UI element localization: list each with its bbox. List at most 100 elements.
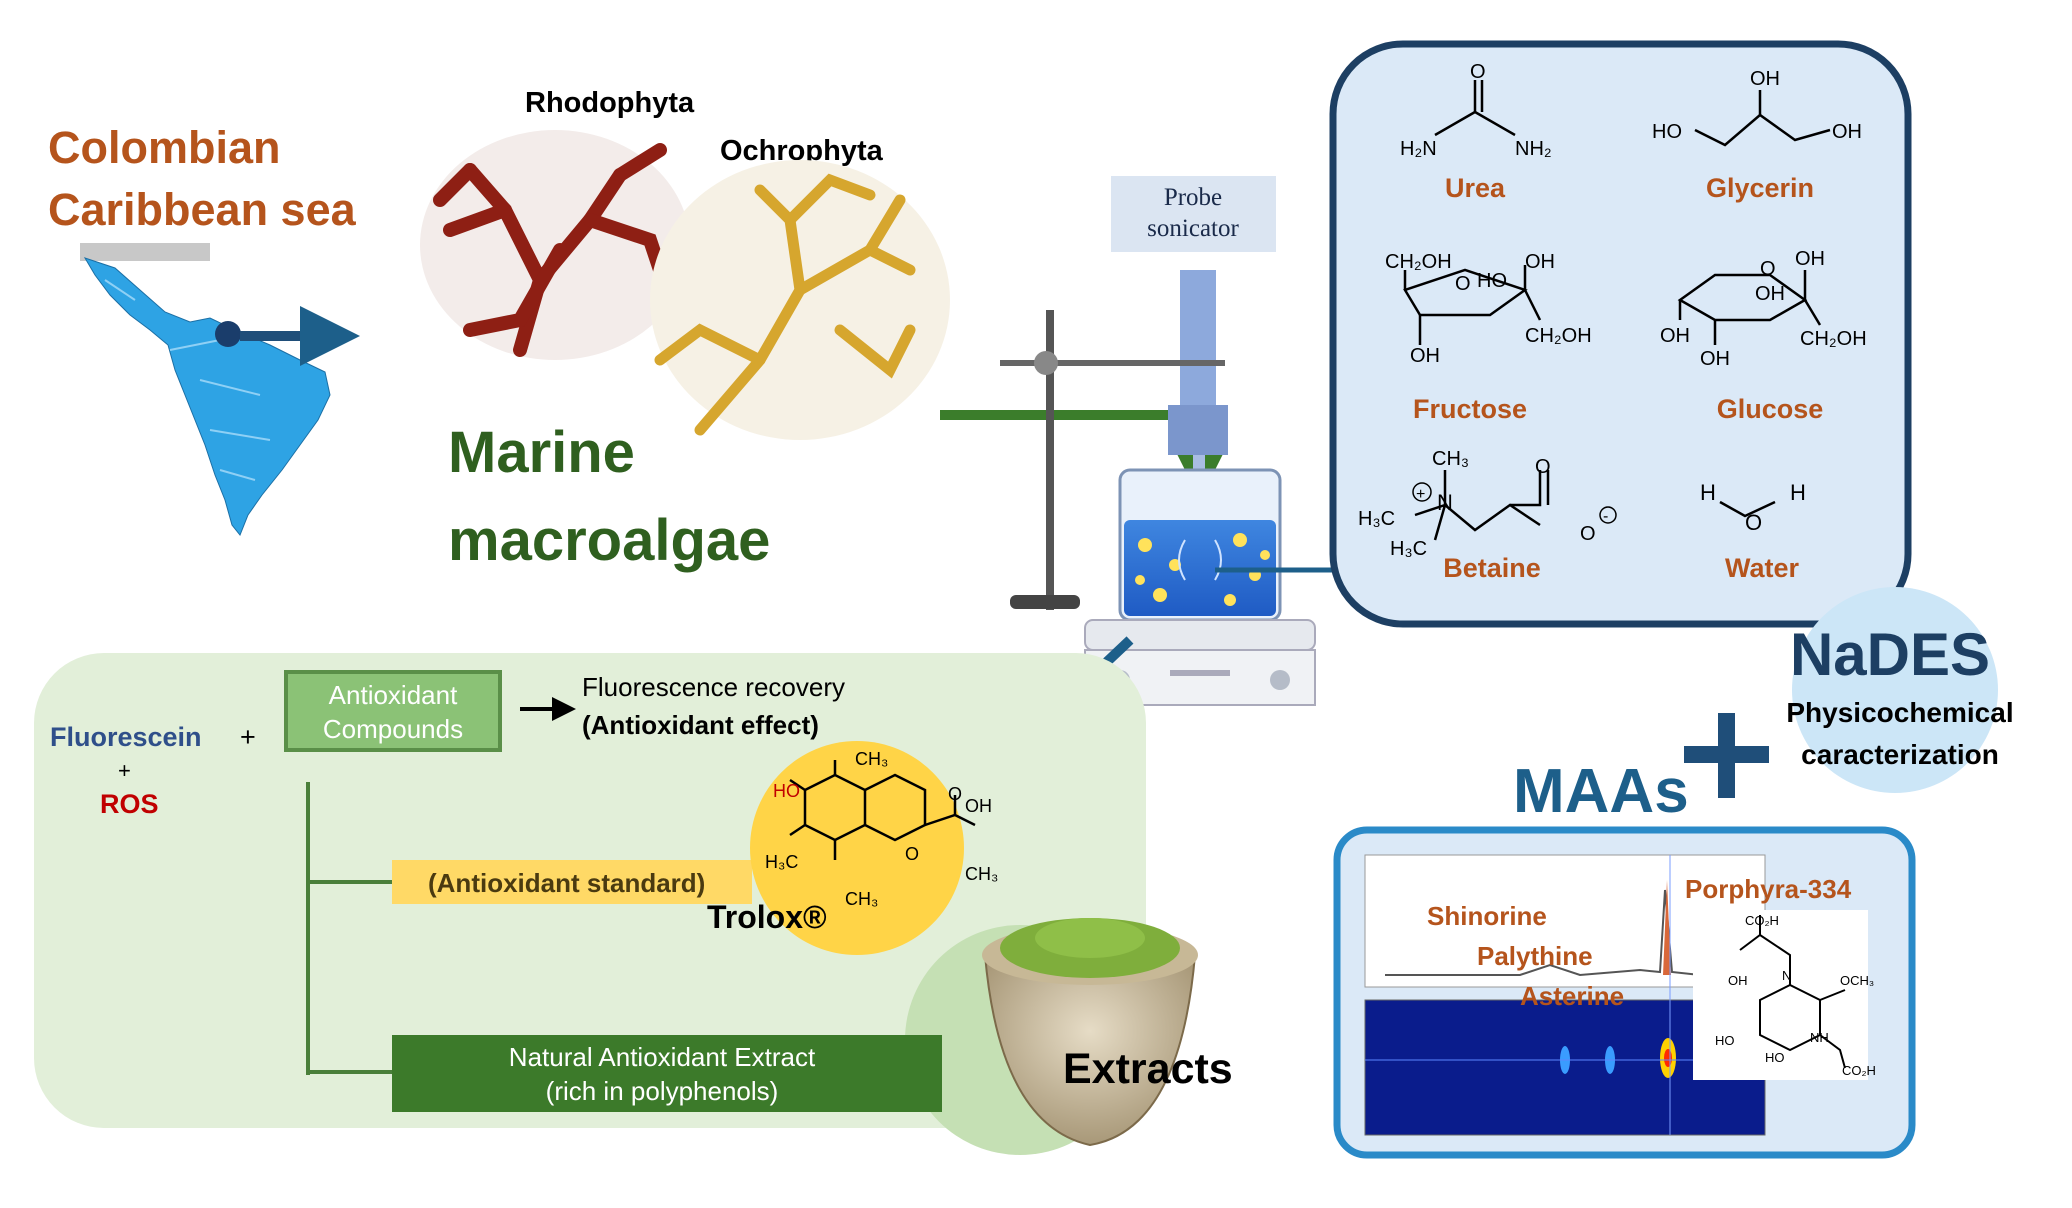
antioxidant-compounds-box <box>284 670 502 752</box>
svg-text:HO: HO <box>773 781 800 801</box>
nades-components-panel <box>1329 40 1912 628</box>
svg-text:N: N <box>1782 968 1791 983</box>
fructose-label: Fructose <box>1413 394 1527 424</box>
brown-alga-image <box>650 160 950 440</box>
svg-text:H: H <box>1790 480 1806 505</box>
betaine-label: Betaine <box>1443 553 1541 583</box>
svg-text:O: O <box>1455 273 1471 295</box>
recovery-line1: Fluorescence recovery <box>582 672 845 702</box>
svg-text:OH: OH <box>1755 283 1785 305</box>
svg-text:OCH₃: OCH₃ <box>1840 973 1874 988</box>
svg-text:CH₂OH: CH₂OH <box>1525 325 1592 347</box>
recovery-line2: (Antioxidant effect) <box>582 710 819 740</box>
svg-text:+: + <box>1416 486 1425 503</box>
svg-text:O: O <box>1580 523 1596 545</box>
nades-title: NaDES <box>1790 621 1990 688</box>
ros-label: ROS <box>100 789 159 819</box>
svg-text:OH: OH <box>1750 68 1780 90</box>
urea-structure <box>1434 80 1516 137</box>
plus-1: + <box>240 722 256 752</box>
probe-sonicator-apparatus: Probe sonicator <box>1000 176 1316 706</box>
svg-text:H₃C: H₃C <box>765 852 798 872</box>
svg-text:OH: OH <box>1410 345 1440 367</box>
assay-tree-lines <box>306 782 392 1075</box>
fluorescein-label: Fluorescein <box>50 722 202 752</box>
red-alga-image <box>420 130 690 360</box>
svg-text:CH₃: CH₃ <box>965 864 998 884</box>
trolox-label: Trolox® <box>707 899 827 935</box>
extracts-label: Extracts <box>1063 1045 1233 1093</box>
urea-label: Urea <box>1445 173 1506 203</box>
south-america-map <box>80 243 360 536</box>
antioxidant-line1: Antioxidant <box>329 680 458 710</box>
trolox-circle <box>750 741 964 955</box>
svg-text:CH₂OH: CH₂OH <box>1800 328 1867 350</box>
fructose-structure <box>1403 265 1542 345</box>
svg-text:O: O <box>948 784 962 804</box>
svg-text:OH: OH <box>1795 248 1825 270</box>
svg-text:H₂N: H₂N <box>1400 138 1437 160</box>
water-label: Water <box>1725 553 1800 583</box>
svg-text:CO₂H: CO₂H <box>1842 1063 1876 1078</box>
natural-line2: (rich in polyphenols) <box>546 1076 779 1106</box>
natural-extract-bar <box>392 1035 942 1112</box>
svg-text:HO: HO <box>1652 121 1682 143</box>
svg-text:H₃C: H₃C <box>1390 538 1427 560</box>
svg-text:NH₂: NH₂ <box>1515 138 1552 160</box>
svg-text:O: O <box>1760 258 1776 280</box>
nades-sub-line2: caracterization <box>1801 739 1999 770</box>
peak-porphyra: Porphyra-334 <box>1685 874 1852 904</box>
svg-text:CH₃: CH₃ <box>845 889 878 909</box>
glycerin-label: Glycerin <box>1706 173 1814 203</box>
svg-text:-: - <box>1603 508 1608 525</box>
svg-text:NH: NH <box>1810 1030 1829 1045</box>
peak-palythine: Palythine <box>1477 941 1593 971</box>
plus-icon <box>1684 713 1769 798</box>
glucose-structure <box>1677 270 1822 345</box>
natural-line1: Natural Antioxidant Extract <box>509 1042 816 1072</box>
betaine-structure <box>1414 470 1550 541</box>
svg-text:O: O <box>1745 510 1762 535</box>
maas-title: MAAs <box>1513 757 1689 826</box>
standard-bar <box>392 860 752 904</box>
svg-text:CH₂OH: CH₂OH <box>1385 251 1452 273</box>
rhodophyta-label: Rhodophyta <box>525 87 695 119</box>
sonicator-label-line1: Probe <box>1164 184 1222 211</box>
plus-2: + <box>118 758 131 783</box>
glycerin-structure <box>1694 90 1831 147</box>
svg-text:O: O <box>1535 456 1551 478</box>
nades-bubble <box>1792 587 1998 793</box>
sonicator-label-line2: sonicator <box>1147 215 1239 242</box>
peak-shinorine: Shinorine <box>1427 901 1547 931</box>
svg-text:HO: HO <box>1477 270 1507 292</box>
macroalgae-label: macroalgae <box>448 508 770 573</box>
antioxidant-line2: Compounds <box>323 714 463 744</box>
svg-text:CO₂H: CO₂H <box>1745 913 1779 928</box>
svg-text:OH: OH <box>1700 348 1730 370</box>
peak-asterine: Asterine <box>1520 981 1624 1011</box>
svg-text:N: N <box>1437 490 1453 515</box>
glucose-label: Glucose <box>1717 394 1824 424</box>
svg-text:OH: OH <box>1660 325 1690 347</box>
nades-sub-line1: Physicochemical <box>1786 697 2013 728</box>
svg-text:OH: OH <box>1728 973 1748 988</box>
standard-label: (Antioxidant standard) <box>428 868 705 898</box>
region-title-line1: Colombian <box>48 122 281 173</box>
svg-text:H: H <box>1700 480 1716 505</box>
svg-text:OH: OH <box>1832 121 1862 143</box>
porphyra-structure <box>1739 915 1846 1069</box>
region-title-line2: Caribbean sea <box>48 184 357 235</box>
porphyra-structure-box <box>1693 910 1868 1080</box>
svg-text:O: O <box>905 844 919 864</box>
water-structure <box>1719 500 1776 518</box>
svg-text:HO: HO <box>1765 1050 1785 1065</box>
svg-text:O: O <box>1470 61 1486 83</box>
marine-label: Marine <box>448 420 635 485</box>
svg-text:OH: OH <box>965 796 992 816</box>
svg-text:CH₃: CH₃ <box>1432 448 1469 470</box>
svg-text:CH₃: CH₃ <box>855 749 888 769</box>
trolox-structure <box>789 760 976 860</box>
svg-text:H₃C: H₃C <box>1358 508 1395 530</box>
